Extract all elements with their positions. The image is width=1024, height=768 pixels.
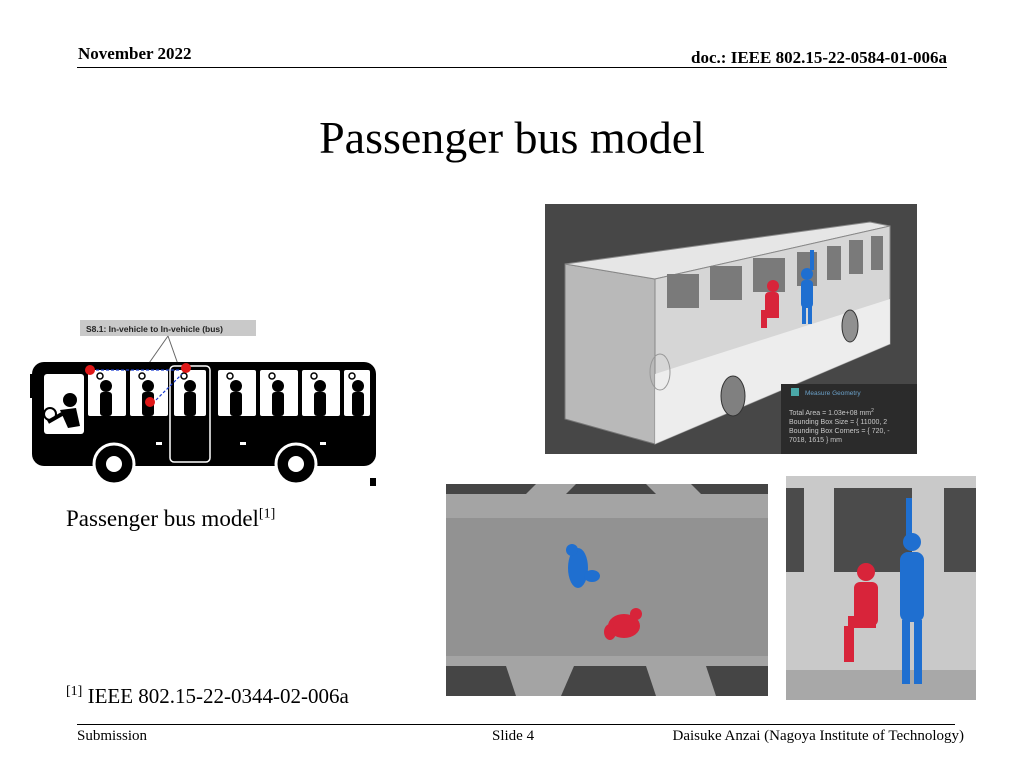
scenario-label-box — [80, 320, 256, 336]
bus-schematic-figure: S8.1: In-vehicle to In-vehicle (bus) — [30, 320, 376, 486]
side-view-standing-body-blue — [900, 498, 924, 684]
bus-caption: Passenger bus model[1] — [66, 506, 275, 532]
bus-top-view-render — [446, 484, 768, 696]
top-view-body-red — [604, 608, 642, 640]
top-view-body-blue — [566, 544, 600, 588]
reference-marker: [1] — [66, 684, 83, 699]
footer-author: Daisuke Anzai (Nagoya Institute of Techn… — [672, 728, 964, 744]
measure-geometry-panel — [781, 384, 917, 454]
measure-panel-title: Measure Geometry — [805, 390, 861, 397]
reference: [1] IEEE 802.15-22-0344-02-006a — [66, 684, 349, 709]
bus-caption-ref: [1] — [258, 506, 276, 522]
seated-body-model-red — [761, 280, 779, 328]
measure-line-1: Total Area = 1.03e+08 mm2 — [789, 408, 874, 417]
scenario-label: S8.1: In-vehicle to In-vehicle (bus) — [86, 324, 223, 334]
bus-3d-model-render: Measure Geometry Total Area = 1.03e+08 m… — [545, 204, 917, 454]
measure-line-3: Bounding Box Corners = { 720, - — [789, 428, 890, 435]
slide-title: Passenger bus model — [319, 112, 705, 163]
footer-divider — [77, 724, 955, 725]
header-doc-id: doc.: IEEE 802.15-22-0584-01-006a — [691, 48, 947, 67]
measure-line-2: Bounding Box Size = { 11000, 2 — [789, 419, 887, 426]
footer-slide-number: Slide 4 — [492, 728, 535, 744]
side-view-seated-body-red — [844, 563, 878, 662]
header-date: November 2022 — [78, 44, 192, 63]
standing-body-model-blue — [801, 250, 814, 324]
measure-line-4: 7018, 1615 } mm — [789, 437, 842, 444]
driver-icon — [43, 393, 80, 428]
header-divider — [77, 67, 947, 68]
bus-caption-text: Passenger bus model — [66, 506, 259, 531]
reference-text: IEEE 802.15-22-0344-02-006a — [82, 684, 349, 708]
footer-submission: Submission — [77, 728, 148, 744]
bus-side-view-render — [786, 476, 976, 700]
bus-icon — [30, 362, 376, 486]
